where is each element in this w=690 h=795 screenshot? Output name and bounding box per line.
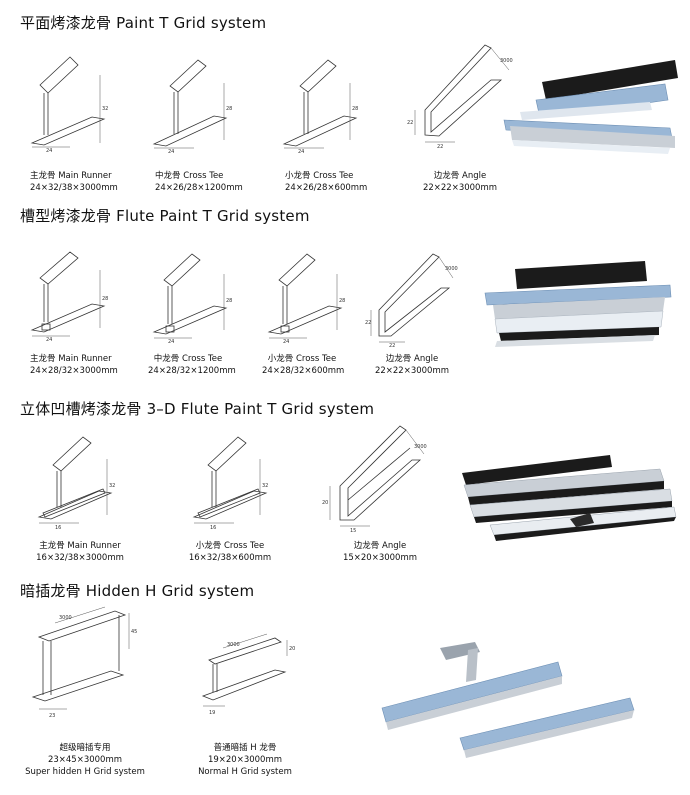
caption-angle-2: 边龙骨 Angle 22×22×3000mm [372, 353, 452, 377]
3d-main-runner-drawing: 16 32 [37, 436, 115, 531]
dim-height: 32 [262, 483, 268, 489]
dim-width: 24 [46, 148, 52, 154]
3d-flute-product-photo [462, 455, 677, 541]
item-name: 小龙骨 Cross Tee [195, 541, 265, 551]
main-runner-drawing: 24 32 [30, 56, 108, 154]
dim-length: 3000 [227, 642, 240, 648]
item-spec: 24×28/32×3000mm [30, 366, 118, 376]
item-name: 小龙骨 Cross Tee [267, 354, 337, 364]
hidden-h-product-photo [381, 642, 635, 758]
caption-cross-tee-2: 小龙骨 Cross Tee 24×26/28×600mm [285, 170, 368, 194]
item-name: 中龙骨 Cross Tee [153, 354, 223, 364]
dim-height: 45 [131, 629, 137, 635]
item-spec: 19×20×3000mm [207, 755, 283, 765]
caption-cross-tee-3: 中龙骨 Cross Tee 24×28/32×1200mm [148, 353, 236, 377]
3d-angle-drawing: 20 3000 15 [322, 425, 427, 534]
flute-t-product-photo [484, 261, 672, 347]
item-spec: 24×26/28×1200mm [155, 183, 243, 193]
section-title-flute-t: 槽型烤漆龙骨 Flute Paint T Grid system [20, 207, 310, 225]
caption-normal-hidden-h: 普通暗插 H 龙骨 19×20×3000mm Normal H Grid sys… [185, 742, 305, 778]
dim-width: 24 [283, 339, 289, 345]
super-hidden-h-drawing: 3000 45 23 [31, 606, 137, 719]
item-name: 中龙骨 Cross Tee [155, 171, 224, 181]
cross-tee-600-drawing: 24 28 [282, 59, 358, 155]
caption-main-runner-2: 主龙骨 Main Runner 24×28/32×3000mm [30, 353, 118, 377]
dim-width: 22 [437, 144, 443, 150]
dim-width: 24 [168, 339, 174, 345]
dim-height: 28 [102, 296, 108, 302]
dim-width: 16 [55, 525, 61, 531]
dim-length: 3000 [445, 266, 458, 272]
caption-cross-tee-1: 中龙骨 Cross Tee 24×26/28×1200mm [155, 170, 243, 194]
item-name: 主龙骨 Main Runner [39, 541, 121, 551]
item-spec: 16×32/38×600mm [188, 553, 272, 563]
item-name: 超级暗插专用 [59, 743, 111, 753]
item-spec: 15×20×3000mm [342, 553, 418, 563]
item-name: 小龙骨 Cross Tee [285, 171, 354, 181]
item-spec: 22×22×3000mm [374, 366, 450, 376]
section-title-paint-t: 平面烤漆龙骨 Paint T Grid system [20, 14, 267, 32]
item-spec: 24×32/38×3000mm [30, 183, 118, 193]
item-spec: 23×45×3000mm [47, 755, 123, 765]
item-name-en: Normal H Grid system [198, 767, 292, 777]
item-name: 普通暗插 H 龙骨 [213, 743, 277, 753]
flute-main-runner-drawing: 24 28 [30, 251, 108, 343]
flute-cross-tee-1200-drawing: 24 28 [152, 253, 232, 345]
item-name: 主龙骨 Main Runner [30, 171, 112, 181]
3d-cross-tee-drawing: 16 32 [192, 436, 268, 531]
dim-height: 32 [109, 483, 115, 489]
dim-height: 22 [365, 320, 371, 326]
item-spec: 22×22×3000mm [422, 183, 498, 193]
item-name: 边龙骨 Angle [385, 354, 439, 364]
caption-angle-1: 边龙骨 Angle 22×22×3000mm [420, 170, 500, 194]
dim-width: 19 [209, 710, 215, 716]
item-spec: 24×28/32×600mm [262, 366, 345, 376]
dim-length: 3000 [59, 615, 72, 621]
dim-width: 16 [210, 525, 216, 531]
section-title-hidden-h: 暗插龙骨 Hidden H Grid system [20, 582, 255, 600]
item-spec: 24×28/32×1200mm [148, 366, 236, 376]
paint-t-product-photo [503, 60, 678, 154]
section-title-3d-flute-t: 立体凹槽烤漆龙骨 3–D Flute Paint T Grid system [20, 400, 375, 418]
dim-width: 24 [298, 149, 304, 155]
caption-cross-tee-5: 小龙骨 Cross Tee 16×32/38×600mm [180, 540, 280, 564]
dim-height: 22 [407, 120, 413, 126]
dim-width: 15 [350, 528, 356, 534]
dim-width: 22 [389, 343, 395, 349]
dim-width: 23 [49, 713, 55, 719]
caption-angle-3: 边龙骨 Angle 15×20×3000mm [330, 540, 430, 564]
dim-height: 20 [322, 500, 328, 506]
dim-height: 32 [102, 106, 108, 112]
caption-main-runner-1: 主龙骨 Main Runner 24×32/38×3000mm [30, 170, 118, 194]
caption-main-runner-3: 主龙骨 Main Runner 16×32/38×3000mm [30, 540, 130, 564]
item-name: 主龙骨 Main Runner [30, 354, 112, 364]
flute-cross-tee-600-drawing: 24 28 [267, 253, 345, 345]
caption-cross-tee-4: 小龙骨 Cross Tee 24×28/32×600mm [262, 353, 345, 377]
item-spec: 16×32/38×3000mm [36, 553, 124, 563]
dim-height: 28 [339, 298, 345, 304]
dim-height: 28 [226, 106, 232, 112]
item-name: 边龙骨 Angle [353, 541, 407, 551]
dim-length: 3000 [414, 444, 427, 450]
item-spec: 24×26/28×600mm [285, 183, 368, 193]
dim-height: 28 [352, 106, 358, 112]
item-name: 边龙骨 Angle [433, 171, 487, 181]
flute-angle-drawing: 22 3000 22 [365, 253, 458, 349]
item-name-en: Super hidden H Grid system [25, 767, 145, 777]
angle-drawing: 22 3000 22 [407, 44, 513, 150]
cross-tee-1200-drawing: 24 28 [152, 59, 232, 155]
dim-length: 3000 [500, 58, 513, 64]
dim-width: 24 [168, 149, 174, 155]
dim-height: 20 [289, 646, 295, 652]
normal-hidden-h-drawing: 3000 20 19 [201, 633, 295, 716]
caption-super-hidden-h: 超级暗插专用 23×45×3000mm Super hidden H Grid … [20, 742, 150, 778]
dim-height: 28 [226, 298, 232, 304]
dim-width: 24 [46, 337, 52, 343]
